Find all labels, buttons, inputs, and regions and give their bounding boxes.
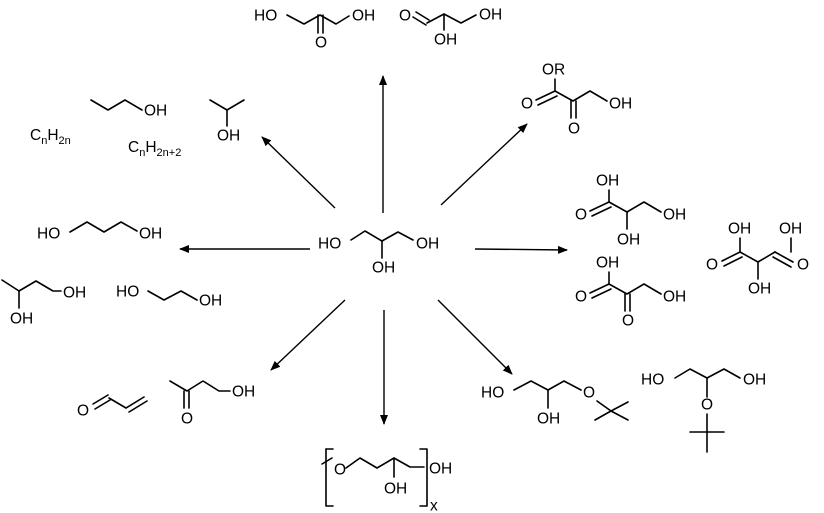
molecule-glyceraldehyde: O OH OH: [399, 7, 502, 49]
molecule-glycerol: HO OH OH: [318, 230, 439, 277]
atom-label: OH: [139, 226, 162, 243]
molecule-1,2-propanediol: OH OH: [1, 279, 86, 328]
atom-label: OH: [217, 128, 240, 145]
molecule-1,3-propanediol: HO OH: [37, 221, 162, 243]
atom-label: OH: [352, 8, 375, 25]
atom-label: O: [181, 411, 193, 428]
molecule-2-tert-butyl-glycerol-ether: HO OH O: [641, 368, 766, 453]
atom-label: HO: [37, 226, 60, 243]
repeat-subscript: x: [430, 498, 438, 513]
molecule-1-propanol: OH: [90, 99, 167, 120]
atom-label: HO: [481, 385, 504, 402]
molecule-ethylene-glycol: HO OH: [116, 284, 222, 310]
atom-label: OH: [479, 7, 502, 24]
formula-alkene: CnH2n: [30, 127, 71, 147]
atom-label: OH: [663, 207, 686, 224]
atom-label: OH: [537, 411, 560, 428]
atom-label: O: [583, 385, 595, 402]
atom-label: OH: [199, 293, 222, 310]
atom-label: OH: [232, 384, 255, 401]
atom-label: O: [399, 8, 411, 25]
atom-label: O: [334, 462, 346, 479]
molecule-hydroxypyruvate-ester: OR O OH O: [521, 62, 632, 138]
atom-label: O: [575, 207, 587, 224]
atom-label: OR: [542, 62, 565, 79]
atom-label: OH: [416, 236, 439, 253]
atom-label: OH: [384, 481, 407, 498]
atom-label: OH: [779, 221, 802, 238]
reaction-arrows: [179, 75, 568, 425]
molecule-hydroxypyruvic-acid: OH O OH O: [575, 255, 686, 330]
atom-label: OH: [63, 285, 86, 302]
svg-text:CnH2n: CnH2n: [30, 127, 71, 147]
atom-label: O: [797, 257, 809, 274]
atom-label: O: [706, 257, 718, 274]
arrow-lower-right: [437, 299, 513, 375]
molecule-polyglycerol: O OH OH x: [321, 448, 452, 513]
atom-label: OH: [748, 281, 771, 298]
atom-label: OH: [434, 32, 457, 49]
atom-label: O: [701, 397, 713, 414]
atom-label: HO: [318, 236, 341, 253]
molecule-tartronic-acid: OH OH O O OH: [706, 221, 809, 298]
atom-label: OH: [372, 260, 395, 277]
molecule-acrolein: O: [77, 394, 148, 420]
molecule-2-propanol: OH: [209, 99, 245, 145]
molecule-glyceric-acid: OH O OH OH: [575, 173, 686, 249]
arrow-right: [474, 245, 568, 254]
atom-label: OH: [743, 372, 766, 389]
atom-label: OH: [728, 221, 751, 238]
formula-alkane: CnH2n+2: [128, 139, 181, 159]
svg-text:CnH2n+2: CnH2n+2: [128, 139, 181, 159]
molecule-hydroxyacetone: OH O: [169, 380, 255, 428]
atom-label: OH: [596, 173, 619, 190]
atom-label: OH: [596, 255, 619, 272]
atom-label: O: [521, 96, 533, 113]
atom-label: OH: [663, 289, 686, 306]
atom-label: O: [568, 121, 580, 138]
atom-label: OH: [429, 461, 452, 478]
arrow-lower-left: [270, 299, 346, 371]
arrow-upper-right: [440, 123, 528, 206]
atom-label: HO: [254, 8, 277, 25]
atom-label: O: [77, 403, 89, 420]
atom-label: O: [315, 35, 327, 52]
atom-label: HO: [641, 372, 664, 389]
atom-label: OH: [609, 96, 632, 113]
molecule-1-tert-butyl-glycerol-ether: HO O OH: [481, 380, 629, 428]
atom-label: OH: [617, 232, 640, 249]
atom-label: O: [575, 289, 587, 306]
atom-label: O: [622, 313, 634, 330]
arrow-upper-left: [261, 136, 336, 209]
atom-label: OH: [144, 103, 167, 120]
molecule-dihydroxyacetone: HO OH O: [254, 8, 375, 52]
atom-label: OH: [10, 311, 33, 328]
atom-label: HO: [116, 284, 139, 301]
